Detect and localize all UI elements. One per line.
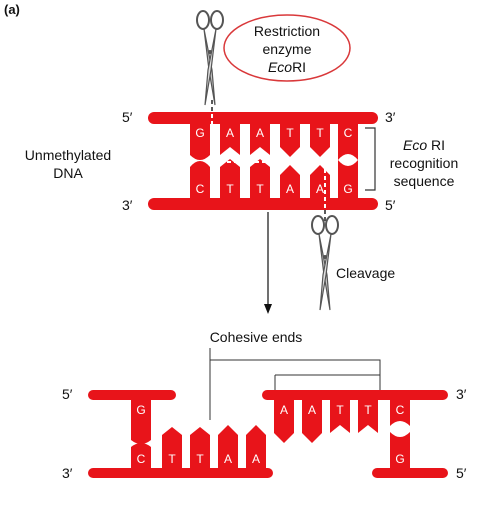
bottom-left-end: 3′ xyxy=(122,197,133,213)
cohesive-ends-label: Cohesive ends xyxy=(210,329,303,345)
arrowhead-icon xyxy=(264,304,272,314)
top-base-3 xyxy=(250,122,270,155)
left-bottom-base-letter-4: A xyxy=(224,452,232,466)
right-top-base-letter-4: T xyxy=(364,403,372,417)
bottom-right-bottom-end: 5′ xyxy=(456,465,467,481)
left-fragment-top-base xyxy=(131,398,151,444)
top-base-letter-6: C xyxy=(344,126,353,140)
bottom-base-6 xyxy=(338,160,358,200)
bottom-strand-backbone xyxy=(148,198,378,210)
left-fragment-bottom-base-5 xyxy=(246,425,266,470)
bottom-base-letter-6: G xyxy=(343,182,352,196)
dna-label-line1: Unmethylated xyxy=(25,147,111,163)
bottom-base-letter-1: C xyxy=(196,182,205,196)
bottom-base-letter-4: A xyxy=(286,182,294,196)
recognition-italic: Eco xyxy=(403,137,427,153)
right-fragment-top-base-5 xyxy=(390,398,410,426)
bottom-base-letter-3: T xyxy=(256,182,264,196)
top-base-6 xyxy=(338,122,358,160)
recognition-rest: RI xyxy=(427,137,445,153)
cleavage-label: Cleavage xyxy=(336,265,395,281)
left-fragment-bottom-base-4 xyxy=(218,425,238,470)
recognition-line3: sequence xyxy=(394,173,455,189)
bottom-base-4 xyxy=(280,165,300,200)
left-fragment-bottom-backbone xyxy=(88,468,273,478)
enzyme-name-rest: RI xyxy=(292,59,306,75)
right-fragment-bottom-backbone xyxy=(372,468,448,478)
scissors-icon-bottom xyxy=(311,215,339,311)
top-left-end: 5′ xyxy=(122,109,133,125)
right-top-base-letter-2: A xyxy=(308,403,316,417)
bottom-base-2 xyxy=(220,159,240,200)
cohesive-bracket-outer xyxy=(209,348,381,420)
top-base-letter-4: T xyxy=(286,126,294,140)
bottom-right-end: 5′ xyxy=(385,197,396,213)
right-fragment-top-base-4 xyxy=(358,398,378,433)
scissors-icon xyxy=(196,10,224,106)
top-base-letter-3: A xyxy=(256,126,264,140)
bottom-base-3 xyxy=(250,159,270,200)
bottom-right-top-end: 3′ xyxy=(456,386,467,402)
left-fragment-bottom-base-3 xyxy=(190,427,210,470)
left-fragment-top-backbone xyxy=(88,390,176,400)
bottom-base-letter-2: T xyxy=(226,182,234,196)
right-fragment-top-base-1 xyxy=(274,398,294,443)
left-bottom-base-letter-5: A xyxy=(252,452,260,466)
top-base-2 xyxy=(220,122,240,155)
recognition-bracket xyxy=(365,127,376,191)
top-right-end: 3′ xyxy=(385,109,396,125)
left-bottom-base-letter-3: T xyxy=(196,452,204,466)
right-fragment-top-base-2 xyxy=(302,398,322,443)
enzyme-line1: Restriction xyxy=(254,23,320,39)
right-top-base-letter-5: C xyxy=(396,403,405,417)
left-fragment-bottom-base-1 xyxy=(131,443,151,470)
top-base-4 xyxy=(280,122,300,157)
left-bottom-base-letter-1: C xyxy=(137,452,146,466)
enzyme-line2: enzyme xyxy=(262,41,311,57)
right-bottom-base-letter: G xyxy=(395,452,404,466)
left-fragment-bottom-base-2 xyxy=(162,427,182,470)
left-top-base-letter: G xyxy=(136,403,145,417)
dna-label-line2: DNA xyxy=(53,165,83,181)
right-fragment-top-base-3 xyxy=(330,398,350,433)
right-fragment-top-backbone xyxy=(262,390,448,400)
left-bottom-base-letter-2: T xyxy=(168,452,176,466)
top-base-letter-1: G xyxy=(195,126,204,140)
top-base-5 xyxy=(310,122,330,157)
right-top-base-letter-1: A xyxy=(280,403,288,417)
bottom-left-bottom-end: 3′ xyxy=(62,465,73,481)
top-base-letter-2: A xyxy=(226,126,234,140)
bottom-left-top-end: 5′ xyxy=(62,386,73,402)
cut-path xyxy=(211,100,326,230)
bottom-base-1 xyxy=(190,161,210,200)
top-strand-backbone xyxy=(148,112,378,124)
top-base-1 xyxy=(190,122,210,160)
enzyme-oval xyxy=(223,14,351,82)
bottom-base-letter-5: A xyxy=(316,182,324,196)
enzyme-name-italic: Eco xyxy=(268,59,292,75)
right-fragment-bottom-base xyxy=(390,432,410,470)
top-base-letter-5: T xyxy=(316,126,324,140)
recognition-line2: recognition xyxy=(390,155,459,171)
recognition-line1: Eco RI xyxy=(403,137,445,153)
panel-label: (a) xyxy=(4,2,20,17)
enzyme-name: EcoRI xyxy=(268,59,306,75)
right-top-base-letter-3: T xyxy=(336,403,344,417)
